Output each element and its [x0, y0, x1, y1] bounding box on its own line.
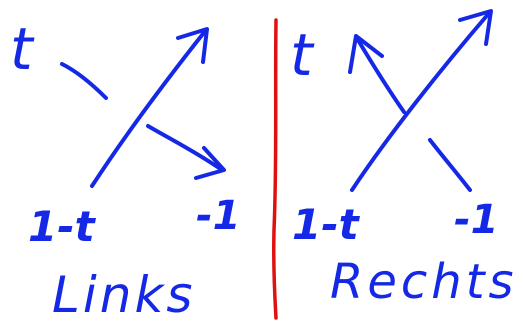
right-top-label: t [290, 21, 313, 89]
left-bottom-left-label: 1-t [28, 202, 95, 251]
left-over-strand [90, 28, 208, 188]
right-caption: Rechts [330, 254, 518, 310]
left-under-strand-top [60, 62, 108, 100]
right-bottom-right-label: -1 [454, 197, 499, 243]
left-under-strand-bottom [146, 124, 224, 172]
right-bottom-left-label: 1-t [292, 200, 359, 249]
left-caption: Links [52, 266, 196, 324]
divider-line [271, 18, 278, 320]
right-under-strand-bottom [428, 138, 472, 192]
left-under-arrowhead [194, 146, 226, 180]
right-over-arrowhead [458, 9, 493, 46]
right-under-strand-top [356, 38, 406, 114]
left-over-arrowhead [176, 27, 209, 64]
right-under-arrowhead [348, 34, 384, 74]
left-top-label: t [10, 15, 33, 83]
right-over-strand [350, 10, 492, 192]
left-bottom-right-label: -1 [196, 193, 241, 239]
